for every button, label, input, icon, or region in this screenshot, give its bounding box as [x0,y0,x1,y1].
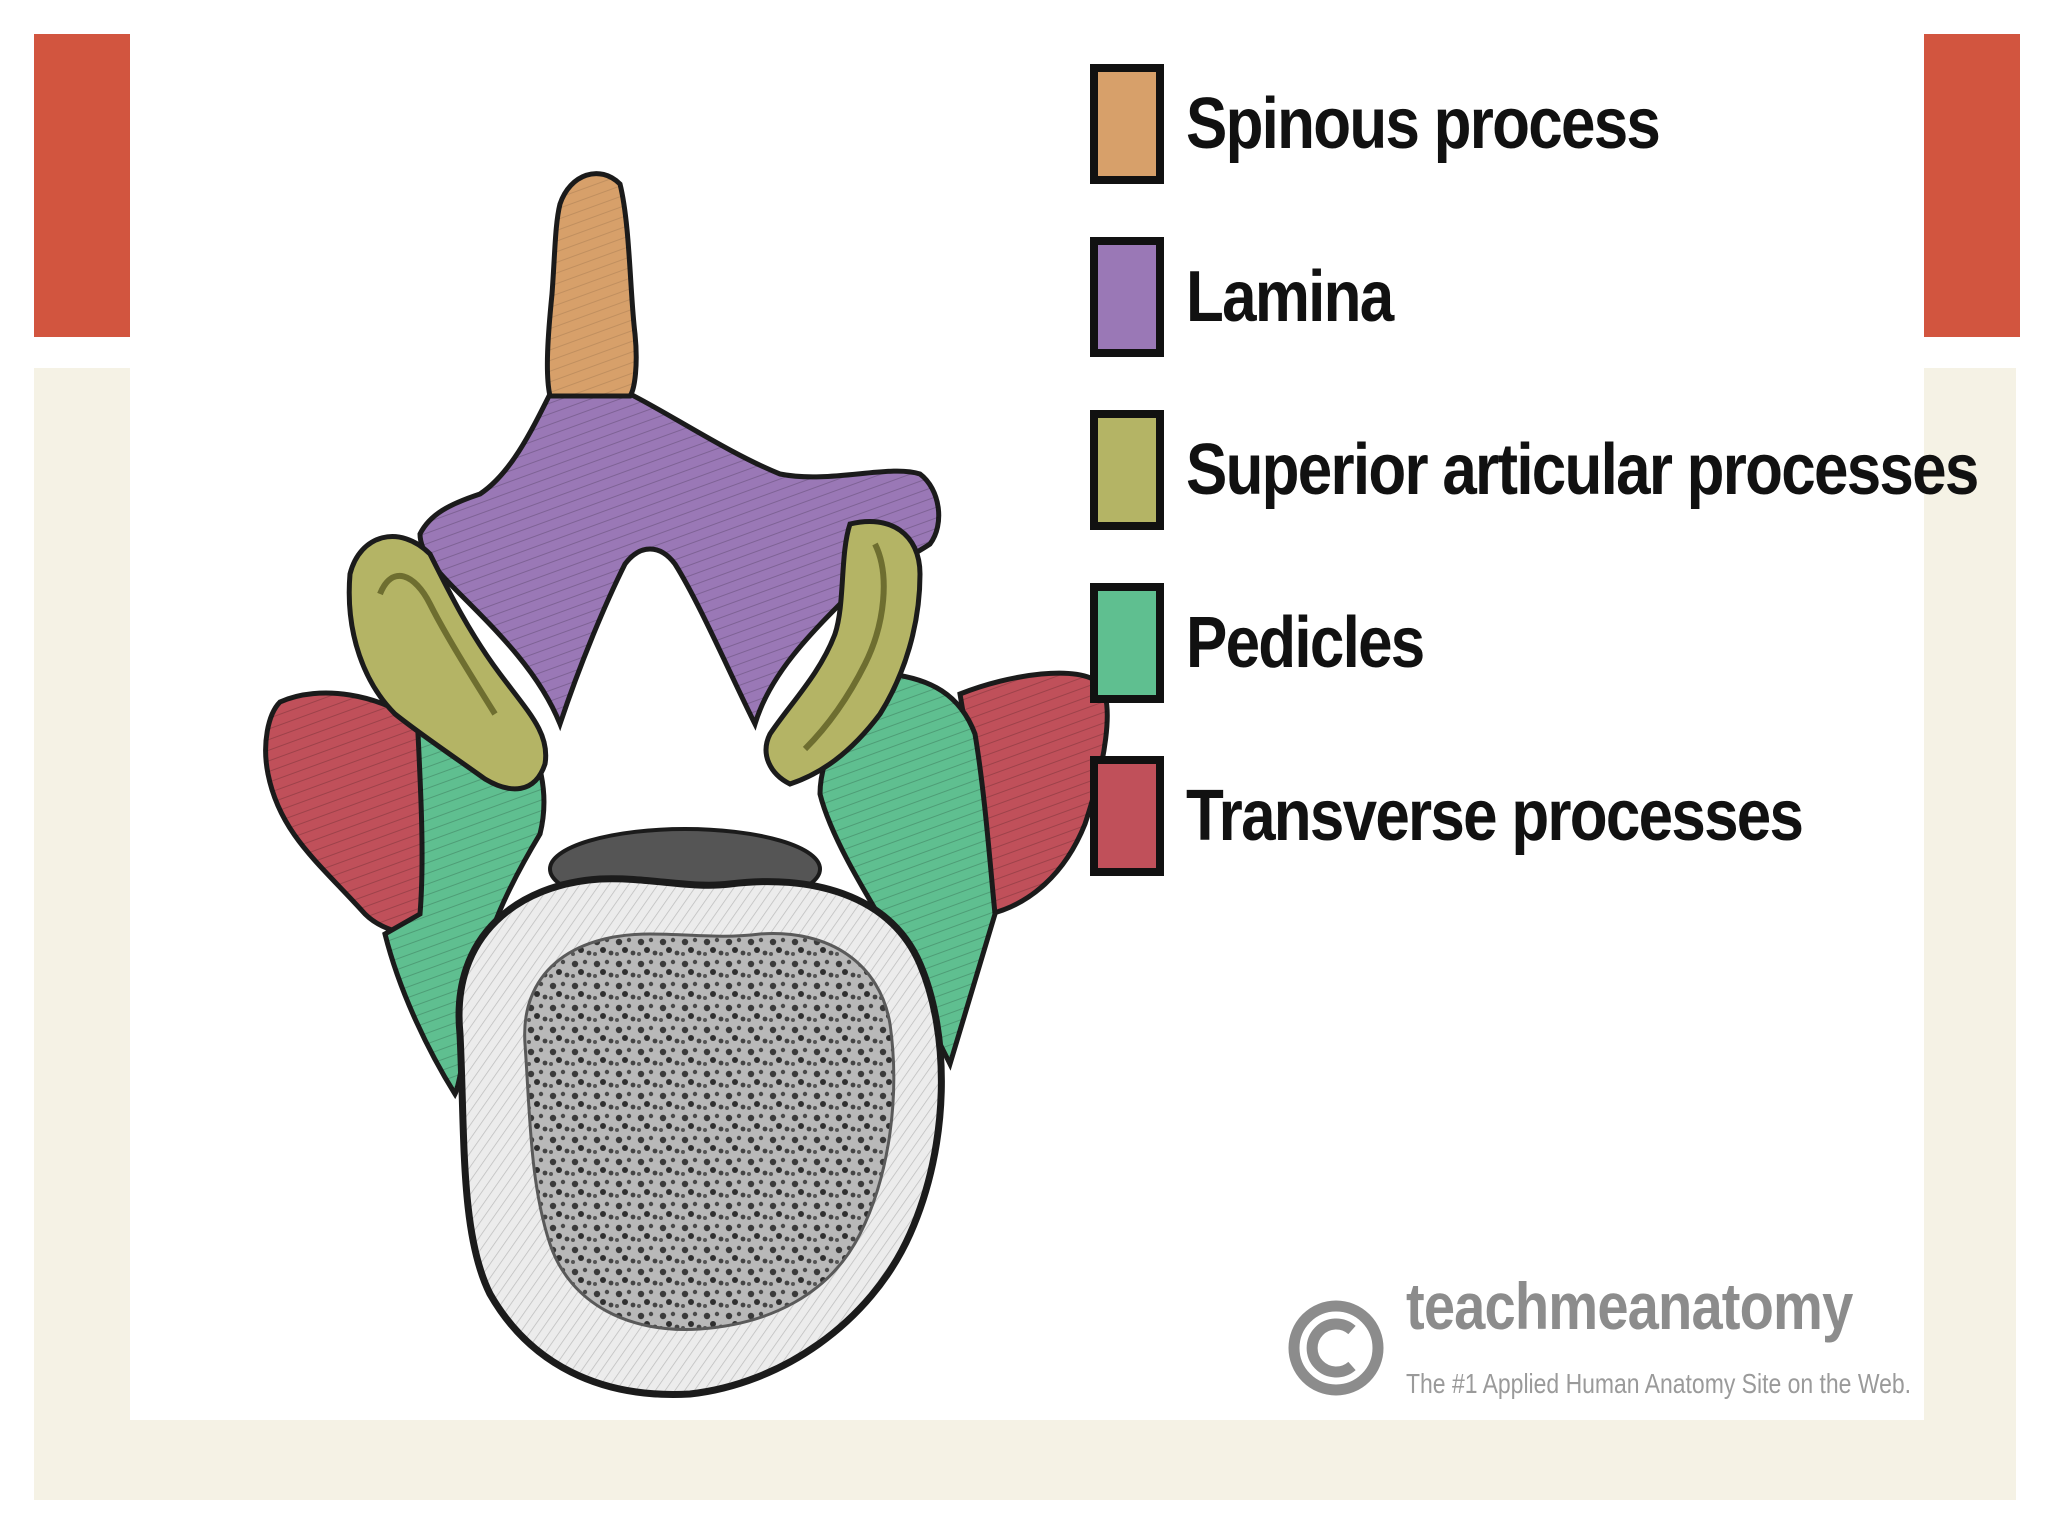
legend-label: Transverse processes [1186,776,1804,856]
watermark-tagline: The #1 Applied Human Anatomy Site on the… [1406,1368,1912,1399]
legend-label: Pedicles [1186,603,1425,683]
anatomy-figure-panel: Spinous process Lamina Superior articula… [130,34,1979,1420]
legend-item-superior-articular: Superior articular processes [1090,410,2048,530]
legend-label: Superior articular processes [1186,430,1979,510]
accent-bar-left [34,34,130,337]
legend-swatch [1090,410,1164,530]
legend-swatch [1090,756,1164,876]
legend-item-pedicles: Pedicles [1090,583,1462,703]
legend-swatch [1090,237,1164,357]
legend-label: Lamina [1186,257,1394,337]
legend-swatch [1090,64,1164,184]
legend-item-spinous: Spinous process [1090,64,1736,184]
copyright-icon [1288,1300,1384,1396]
watermark-brand: teachmeanatomy [1406,1269,1853,1343]
legend-label: Spinous process [1186,84,1661,164]
accent-bar-right [1924,34,2020,337]
legend-item-transverse: Transverse processes [1090,756,1903,876]
vertebra-diagram [263,171,1110,1398]
legend-swatch [1090,583,1164,703]
vertebral-body-cancellous [523,932,896,1332]
legend-item-lamina: Lamina [1090,237,1426,357]
watermark: teachmeanatomy The #1 Applied Human Anat… [1286,1268,1911,1418]
superior-articular-process-left [346,534,549,792]
